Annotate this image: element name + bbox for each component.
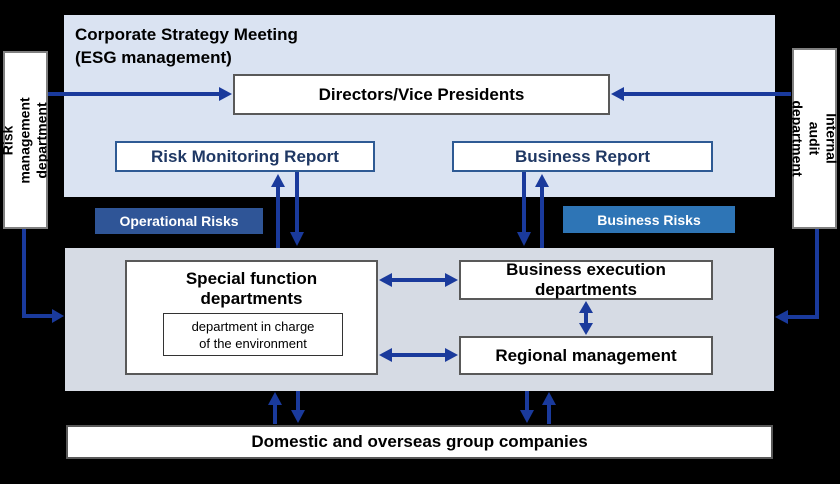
regional-management-box: Regional management — [459, 336, 713, 375]
risk-management-department-label: Risk management department — [0, 96, 51, 184]
arrow-group-companies-up-left — [268, 392, 282, 424]
risk-monitoring-report-label: Risk Monitoring Report — [151, 146, 339, 166]
internal-audit-department-label: Internal audit department — [790, 100, 840, 177]
operational-risks-label: Operational Risks — [119, 213, 239, 229]
arrow-group-companies-down-left — [291, 391, 305, 423]
directors-box: Directors/Vice Presidents — [233, 74, 610, 115]
business-report-label: Business Report — [514, 146, 651, 166]
risk-monitoring-report-box: Risk Monitoring Report — [115, 141, 375, 172]
special-function-departments-label: Special function departments — [185, 269, 318, 308]
business-execution-departments-box: Business execution departments — [459, 260, 713, 300]
environment-department-label: department in charge of the environment — [191, 318, 315, 351]
environment-department-box: department in charge of the environment — [163, 313, 343, 356]
group-companies-label: Domestic and overseas group companies — [251, 432, 588, 451]
corporate-strategy-title: Corporate Strategy Meeting (ESG manageme… — [75, 25, 298, 67]
regional-management-label: Regional management — [495, 345, 677, 365]
business-execution-departments-label: Business execution departments — [506, 260, 666, 299]
group-companies-box: Domestic and overseas group companies — [66, 425, 773, 459]
business-risks-label: Business Risks — [597, 211, 701, 228]
directors-label: Directors/Vice Presidents — [318, 84, 525, 104]
internal-audit-department-box: Internal audit department — [790, 48, 840, 229]
arrow-risk-mgmt-to-execution-panel — [22, 229, 64, 323]
risk-management-department-box: Risk management department — [0, 51, 51, 229]
arrow-internal-audit-to-execution-panel — [775, 229, 819, 324]
arrow-group-companies-up-right — [542, 392, 556, 424]
business-report-box: Business Report — [452, 141, 713, 172]
arrow-group-companies-down-right — [520, 391, 534, 423]
operational-risks-badge: Operational Risks — [95, 208, 263, 234]
business-risks-badge: Business Risks — [563, 206, 735, 233]
